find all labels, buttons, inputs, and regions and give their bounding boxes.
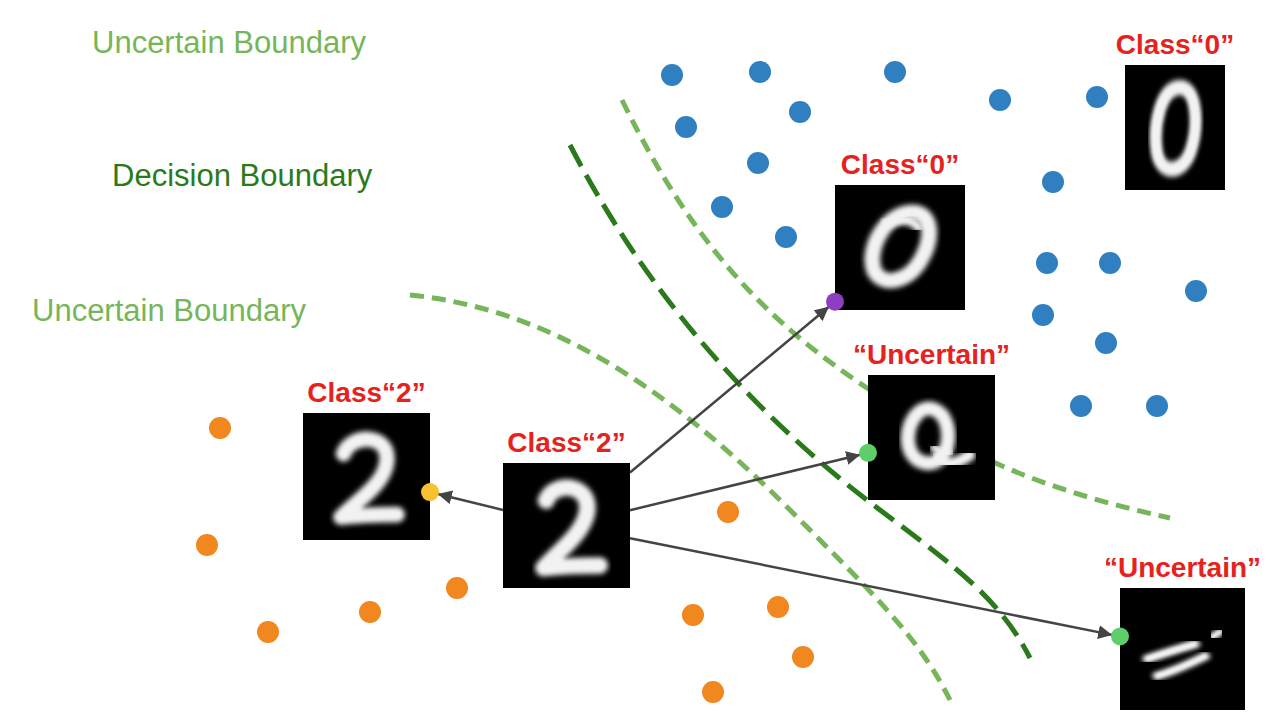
- data-point: [1095, 332, 1117, 354]
- data-point: [717, 501, 739, 523]
- data-point: [789, 101, 811, 123]
- digit-stroke: [1156, 88, 1196, 170]
- class-heading: “Uncertain”: [851, 339, 1012, 371]
- digit-image-node: Class“2”: [503, 427, 630, 588]
- class-heading: Class“0”: [1114, 29, 1236, 61]
- data-point: [1099, 252, 1121, 274]
- data-point: [682, 604, 704, 626]
- digit-image-node: Class“0”: [835, 149, 965, 310]
- digit-drawing: [868, 375, 995, 500]
- data-point: [359, 601, 381, 623]
- data-point: [1086, 86, 1108, 108]
- mapping-arrow: [630, 455, 860, 511]
- class-heading: Class“2”: [305, 377, 427, 409]
- data-point: [749, 61, 771, 83]
- data-point: [1070, 395, 1092, 417]
- digit-image: [1125, 65, 1225, 190]
- data-point: [775, 226, 797, 248]
- data-point: [1036, 252, 1058, 274]
- mapping-arrow: [630, 307, 829, 473]
- data-point: [675, 116, 697, 138]
- data-point: [1185, 280, 1207, 302]
- data-point: [1042, 171, 1064, 193]
- digit-stroke: [872, 212, 929, 280]
- data-point: [196, 534, 218, 556]
- digit-stroke: [341, 439, 397, 517]
- digit-stroke: [1158, 656, 1206, 676]
- digit-stroke: [341, 439, 397, 517]
- data-point: [1032, 304, 1054, 326]
- digit-stroke: [1156, 88, 1196, 170]
- digit-stroke: [1213, 632, 1221, 637]
- digit-drawing: [503, 463, 630, 588]
- data-point: [702, 681, 724, 703]
- digit-stroke: [934, 448, 949, 454]
- digit-stroke: [1148, 644, 1196, 659]
- class-two-points: [196, 417, 814, 703]
- boundary-label: Decision Boundary: [110, 158, 374, 194]
- boundary-label: Uncertain Boundary: [90, 25, 368, 61]
- digit-image: [868, 375, 995, 500]
- data-point: [446, 577, 468, 599]
- class-heading: Class“2”: [505, 427, 627, 459]
- data-point: [661, 64, 683, 86]
- digit-stroke: [1158, 656, 1206, 676]
- decision-boundary-line: [570, 145, 1030, 658]
- mapping-arrow: [630, 538, 1112, 635]
- data-point: [884, 61, 906, 83]
- digit-image: [503, 463, 630, 588]
- digit-stroke: [544, 488, 600, 568]
- digit-stroke: [872, 212, 929, 280]
- data-point: [209, 417, 231, 439]
- data-point: [792, 646, 814, 668]
- data-point: [1146, 395, 1168, 417]
- digit-drawing: [303, 413, 430, 540]
- uncertain-boundary-line: [622, 100, 1170, 518]
- digit-stroke: [887, 220, 918, 228]
- digit-stroke: [1213, 632, 1221, 637]
- digit-drawing: [835, 185, 965, 310]
- data-point: [257, 621, 279, 643]
- digit-image: [303, 413, 430, 540]
- digit-image-node: Class“2”: [303, 377, 430, 540]
- digit-stroke: [544, 488, 600, 568]
- digit-image-node: “Uncertain”: [1120, 552, 1245, 710]
- class-heading: Class“0”: [839, 149, 961, 181]
- digit-drawing: [1120, 588, 1245, 710]
- boundary-label: Uncertain Boundary: [30, 293, 308, 329]
- digit-image: [835, 185, 965, 310]
- data-point: [989, 89, 1011, 111]
- digit-drawing: [1125, 65, 1225, 190]
- data-point: [711, 196, 733, 218]
- digit-image-node: “Uncertain”: [868, 339, 995, 500]
- data-point: [767, 596, 789, 618]
- class-heading: “Uncertain”: [1102, 552, 1263, 584]
- digit-image-node: Class“0”: [1125, 29, 1225, 190]
- data-point: [747, 152, 769, 174]
- digit-image: [1120, 588, 1245, 710]
- digit-stroke: [1148, 644, 1196, 659]
- mapping-arrow: [438, 494, 503, 510]
